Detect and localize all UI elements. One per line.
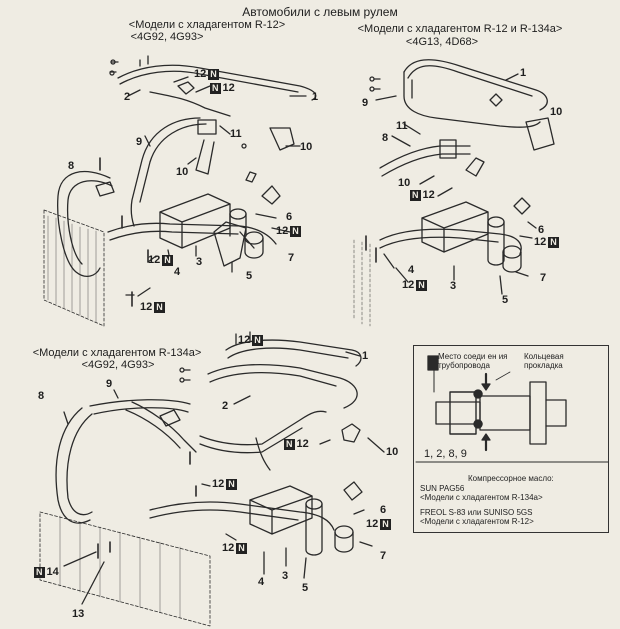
top-left-section-title: <Модели с хладагентом R-12> — [128, 19, 286, 31]
callout-part: 9 — [136, 136, 143, 148]
callout-part: 5 — [246, 270, 253, 282]
page-heading: Автомобили с левым рулем — [242, 5, 398, 19]
inset-joint-drawing — [415, 355, 609, 463]
callout-part: 7 — [540, 272, 547, 284]
callout-part: 10 — [550, 106, 563, 118]
callout-part: 13 — [72, 608, 85, 620]
oil-1-note: <Модели с хладагентом R-134a> — [420, 493, 543, 502]
top-right-section-title: <Модели с хладагентом R-12 и R-134a> — [357, 23, 563, 35]
callout-part: 5 — [502, 294, 509, 306]
top-right-assembly — [353, 59, 555, 327]
bottom-left-section-engines: <4G92, 4G93> — [81, 359, 155, 371]
callout-part: 3 — [450, 280, 457, 292]
callout-part: 4 — [174, 266, 181, 278]
callout-part: 3 — [282, 570, 289, 582]
callout-part: 8 — [382, 132, 389, 144]
callout-part: 10 — [398, 177, 411, 189]
bottom-left-section-title: <Модели с хладагентом R-134a> — [32, 347, 202, 359]
callout-part: 3 — [196, 256, 203, 268]
oil-1: SUN PAG56 — [420, 484, 465, 493]
callout-part: 2 — [124, 91, 131, 103]
callout-part: 10 — [300, 141, 313, 153]
callout-part: 11 — [396, 120, 408, 132]
callout-part: 5 — [302, 582, 309, 594]
callout-part: 7 — [380, 550, 387, 562]
bottom-left-assembly — [39, 331, 385, 627]
callout-part: 9 — [362, 97, 369, 109]
inset-oring-label: Кольцевая прокладка — [524, 352, 564, 370]
callout-part: 10 — [386, 446, 399, 458]
callout-part: 1 — [312, 91, 319, 103]
callout-part: 4 — [408, 264, 415, 276]
inset-joint-label: Место соеди ен ия трубопровода — [438, 352, 508, 370]
top-left-section-engines: <4G92, 4G93> — [130, 31, 204, 43]
oil-2: FREOL S-83 или SUNISO 5GS — [420, 508, 533, 517]
callout-part: 11 — [230, 128, 242, 140]
callout-part: 2 — [222, 400, 229, 412]
callout-part: 8 — [68, 160, 75, 172]
callout-part: 1 — [520, 67, 527, 79]
oil-2-note: <Модели с хладагентом R-12> — [420, 517, 534, 526]
callout-part: 6 — [538, 224, 545, 236]
callout-part: 6 — [286, 211, 293, 223]
top-left-assembly — [43, 55, 317, 327]
callout-part: 7 — [288, 252, 295, 264]
callout-part: 10 — [176, 166, 189, 178]
oil-title: Компрессорное масло: — [468, 474, 554, 483]
callout-part: 9 — [106, 378, 113, 390]
oil-info-inset — [413, 345, 609, 533]
callout-part: 8 — [38, 390, 45, 402]
callout-part: 4 — [258, 576, 265, 588]
top-right-section-engines: <4G13, 4D68> — [405, 36, 479, 48]
inset-parts: 1, 2, 8, 9 — [424, 448, 467, 460]
callout-part: 1 — [362, 350, 369, 362]
callout-part: 6 — [380, 504, 387, 516]
